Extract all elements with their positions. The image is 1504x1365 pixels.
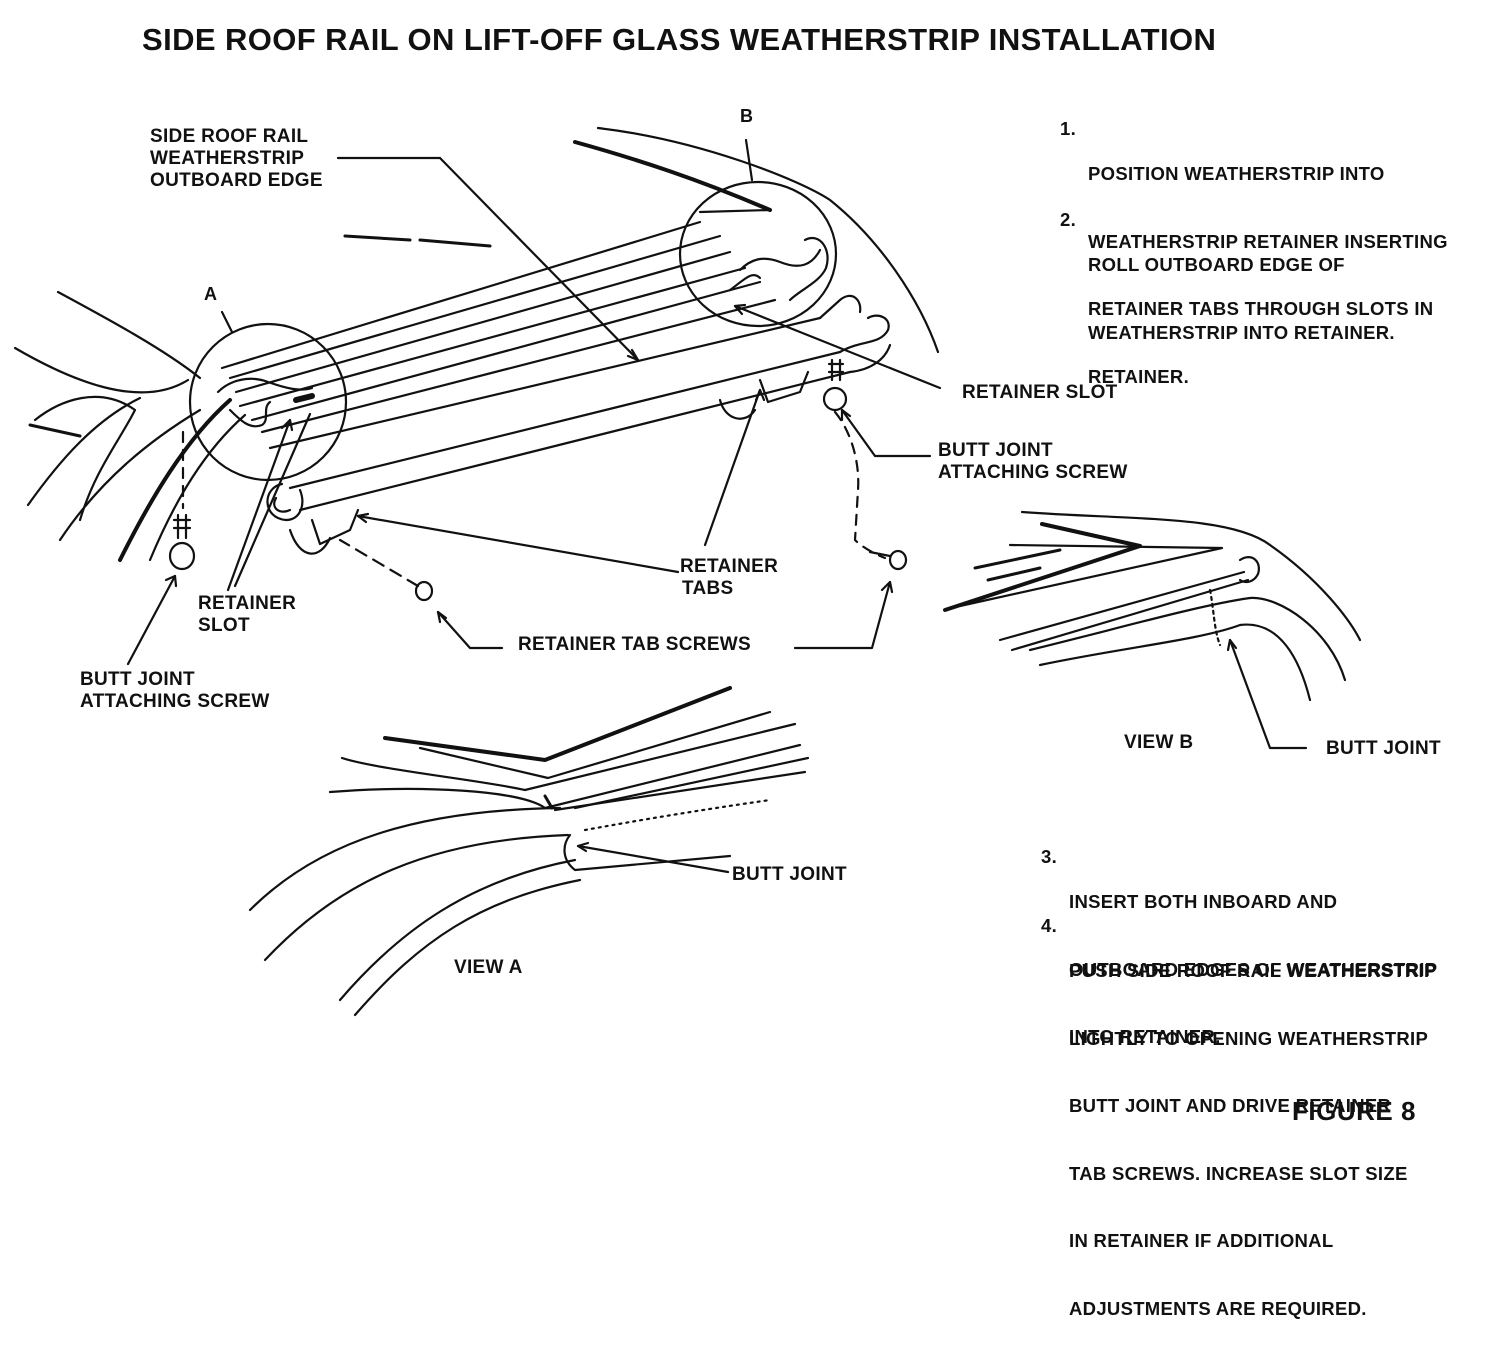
butt-joint-b-label: BUTT JOINT (1326, 738, 1441, 759)
butt-joint-screw-left-label: BUTT JOINT ATTACHING SCREW (80, 669, 270, 712)
retainer-tabs-label: RETAINER TABS (680, 556, 779, 599)
view-b-illustration (943, 510, 1362, 750)
view-a-illustration (248, 686, 810, 1017)
retainer-tab-screws-label: RETAINER TAB SCREWS (518, 634, 751, 655)
butt-joint-screw-right-label: BUTT JOINT ATTACHING SCREW (938, 440, 1128, 483)
view-b-label: VIEW B (1124, 732, 1194, 753)
retainer-slot-right-label: RETAINER SLOT (962, 382, 1118, 403)
retainer-slot-left-label: RETAINER SLOT (198, 593, 297, 636)
weatherstrip-installation-illustration (13, 126, 1362, 1017)
figure-label: FIGURE 8 (1292, 1096, 1416, 1126)
callout-a: A (204, 284, 217, 304)
butt-joint-a-label: BUTT JOINT (732, 864, 847, 885)
page-title: SIDE ROOF RAIL ON LIFT-OFF GLASS WEATHER… (142, 22, 1217, 57)
main-rail-assembly (13, 126, 942, 666)
view-a-label: VIEW A (454, 957, 523, 978)
weatherstrip-outboard-edge-label: SIDE ROOF RAIL WEATHERSTRIP OUTBOARD EDG… (150, 126, 323, 191)
callout-b: B (740, 106, 753, 126)
